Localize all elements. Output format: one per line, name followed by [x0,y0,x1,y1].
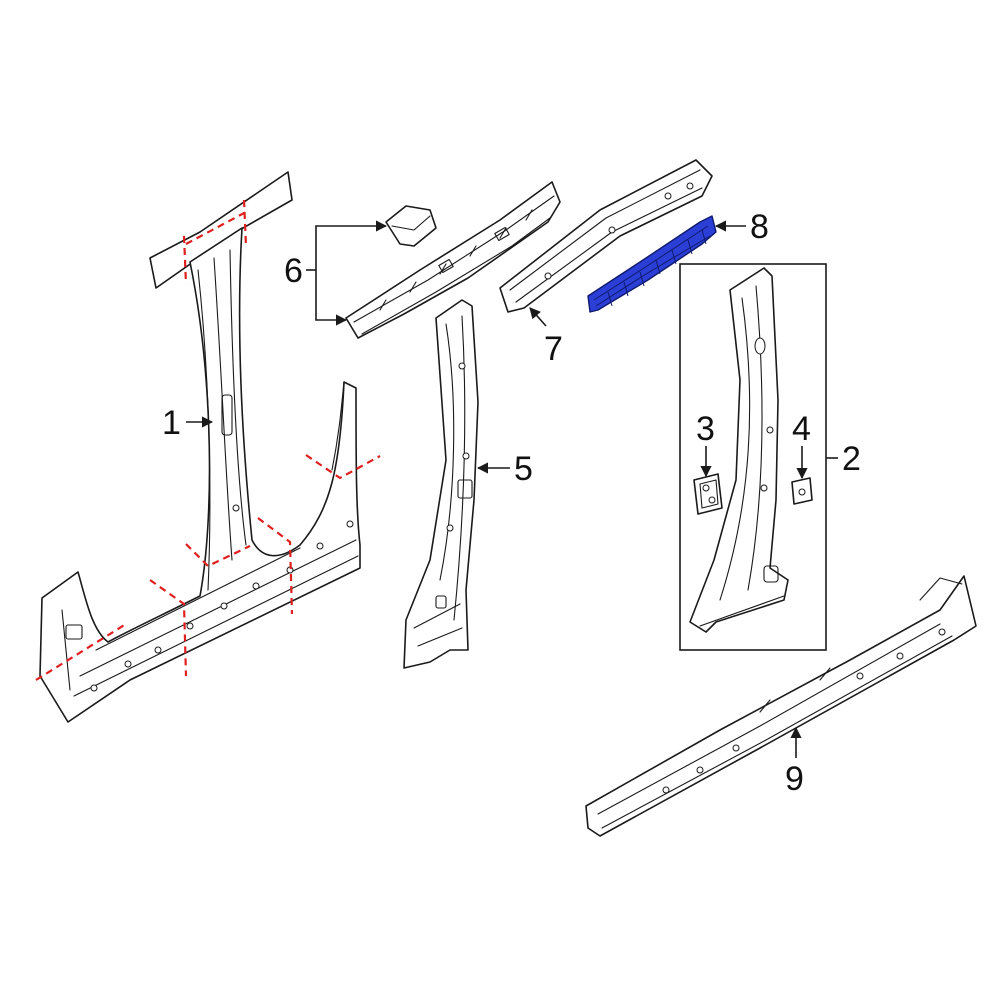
callout-4: 4 [792,410,811,480]
callout-4-label: 4 [792,410,811,448]
part-7-roof-rail[interactable] [499,159,713,313]
cut-line [35,623,127,681]
callout-2-label: 2 [842,440,861,478]
callout-1-label: 1 [162,404,181,442]
callout-7: 7 [529,307,563,368]
part-6-roof-rail-inner[interactable] [345,181,561,339]
cut-line [149,579,188,677]
cut-line [182,235,188,285]
callout-6-label: 6 [284,252,303,290]
part-2-pillar-reinforcement[interactable] [689,267,789,633]
part-1-body-side-frame[interactable] [39,171,361,723]
callout-2: 2 [826,440,861,478]
callout-5-label: 5 [514,450,533,488]
callout-3-label: 3 [696,410,715,448]
cut-line [305,454,381,480]
cut-line [185,543,251,568]
callout-6: 6 [284,220,388,326]
part-2-reinforcement-kit-box [679,263,827,651]
callout-7-label: 7 [544,330,563,368]
callout-3: 3 [696,410,715,478]
cut-line [242,199,248,247]
part-9-rocker-reinforcement[interactable] [585,575,977,837]
callout-8-label: 8 [750,208,769,246]
cut-line [257,517,294,615]
part-4-small-plate[interactable] [791,477,813,505]
part-6-upper-small-bracket[interactable] [385,205,437,247]
part-3-nut-plate[interactable] [693,473,723,515]
callout-1: 1 [162,404,214,442]
callout-9: 9 [785,726,804,798]
cut-lines [35,199,381,681]
callout-5: 5 [476,450,533,488]
callout-8: 8 [714,208,769,246]
part-8-highlighted-reinforcement[interactable] [587,215,717,313]
part-5-center-pillar-inner[interactable] [403,299,479,669]
callout-9-label: 9 [785,760,804,798]
